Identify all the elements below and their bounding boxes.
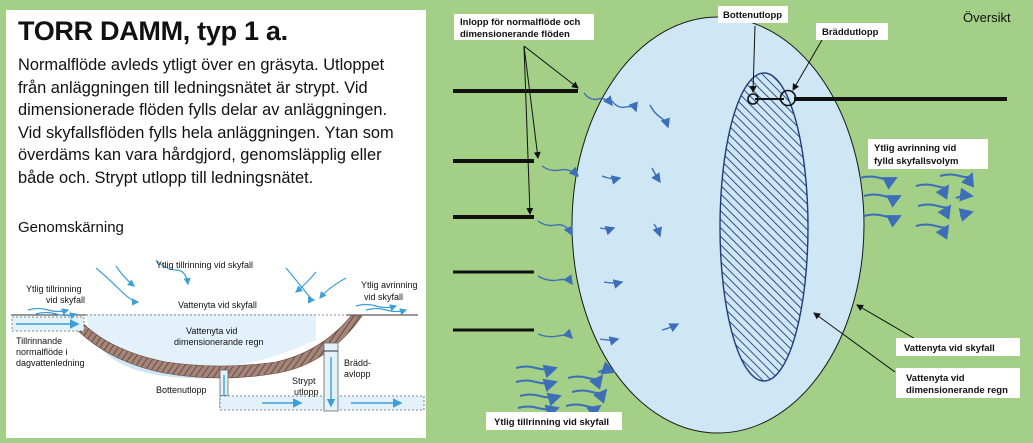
cs-label-pipe-1: Tillrinnande xyxy=(16,336,62,346)
label-overflow-outlet: Bräddutlopp xyxy=(822,27,879,38)
overview-label: Översikt xyxy=(963,10,1011,25)
cs-label-inflow-top: Ytlig tillrinning vid skyfall xyxy=(156,260,253,270)
embankment xyxy=(65,315,363,379)
label-inlet-1: Inlopp för normalflöde och xyxy=(460,17,581,28)
cs-label-pipe-3: dagvattenledning xyxy=(16,358,85,368)
outlet-pipe xyxy=(219,395,425,411)
label-water-skyfall: Vattenyta vid skyfall xyxy=(904,343,995,354)
label-box-water-skyfall xyxy=(896,338,1020,356)
cs-label-overflow-2: avlopp xyxy=(344,369,371,379)
cs-label-outflow-right-1: Ytlig avrinning xyxy=(361,280,418,290)
cs-label-inflow-left-2: vid skyfall xyxy=(46,295,85,305)
overflow-outlet-marker xyxy=(779,89,797,107)
cs-label-throttled-2: utlopp xyxy=(294,387,319,397)
label-box-inlet xyxy=(454,14,594,40)
cs-label-throttled-1: Strypt xyxy=(292,376,316,386)
cs-label-outflow-right-2: vid skyfall xyxy=(364,292,403,302)
cs-label-overflow-1: Brädd- xyxy=(344,358,371,368)
label-box-water-design xyxy=(896,368,1020,398)
cs-label-pipe-2: normalflöde i xyxy=(16,347,68,357)
label-water-design-2: dimensionerande regn xyxy=(906,385,1008,396)
water-design-ellipse xyxy=(719,72,809,382)
description-panel: TORR DAMM, typ 1 a. Normalflöde avleds y… xyxy=(6,10,426,438)
label-inflow-skyfall: Ytlig tillrinning vid skyfall xyxy=(494,417,609,428)
label-bottom-outlet: Bottenutlopp xyxy=(723,10,782,21)
cs-label-bottom-outlet: Bottenutlopp xyxy=(156,385,207,395)
cross-section-diagram: Ytlig tillrinning vid skyfall Ytlig till… xyxy=(11,259,425,412)
water-skyfall-area xyxy=(86,314,316,369)
label-runoff-2: fylld skyfallsvolym xyxy=(874,156,958,167)
cs-label-water-skyfall: Vattenyta vid skyfall xyxy=(178,300,257,310)
label-box-inflow-skyfall xyxy=(486,412,622,430)
bottom-outlet-marker xyxy=(747,93,759,105)
cs-label-water-design-2: dimensionerande regn xyxy=(174,337,264,347)
section-label: Genomskärning xyxy=(18,219,124,236)
label-box-runoff xyxy=(868,139,988,169)
cs-label-water-design-1: Vattenyta vid xyxy=(186,326,237,336)
water-skyfall-ellipse xyxy=(571,16,865,434)
description-text: Normalflöde avleds ytligt över en gräsyt… xyxy=(18,56,394,187)
page-title: TORR DAMM, typ 1 a. xyxy=(18,16,288,46)
label-runoff-1: Ytlig avrinning vid xyxy=(874,143,957,154)
cs-label-inflow-left-1: Ytlig tillrinning xyxy=(26,284,82,294)
label-box-bottom-outlet xyxy=(718,6,788,23)
label-inlet-2: dimensionerande flöden xyxy=(460,29,570,40)
label-water-design-1: Vattenyta vid xyxy=(906,373,965,384)
label-box-overflow xyxy=(816,23,888,40)
